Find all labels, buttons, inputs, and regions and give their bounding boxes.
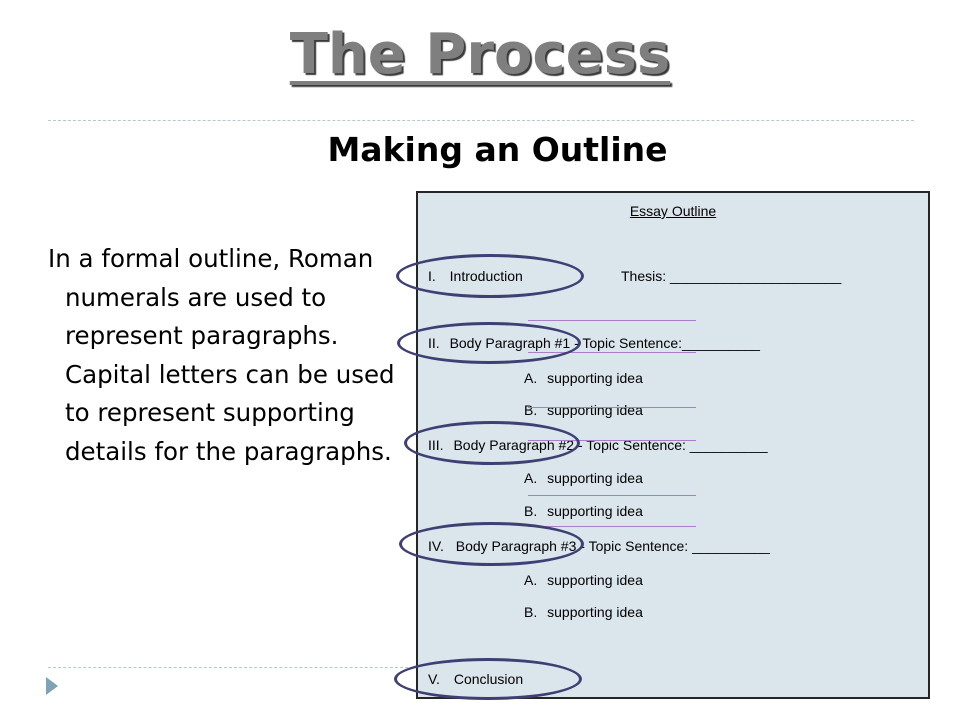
slide-nav-arrow-icon[interactable]: [46, 677, 58, 695]
highlight-oval-body-2: [404, 421, 580, 465]
highlight-oval-body-1: [397, 322, 581, 364]
outline-label: supporting idea: [547, 470, 643, 486]
outline-label: supporting idea: [547, 604, 643, 620]
outline-row-body-3-a: A. supporting idea: [524, 572, 643, 588]
title-divider: [48, 120, 914, 121]
outline-letter: A.: [524, 572, 538, 588]
outline-letter: A.: [524, 470, 538, 486]
outline-title: Essay Outline: [629, 203, 717, 219]
outline-label: supporting idea: [547, 370, 643, 386]
highlight-oval-body-3: [399, 522, 584, 566]
annotation-line: [528, 440, 696, 441]
outline-letter: B.: [524, 503, 538, 519]
annotation-line: [528, 352, 696, 353]
footer-divider: [48, 667, 418, 668]
highlight-oval-conclusion: [394, 658, 582, 700]
outline-thesis: Thesis: ______________________: [621, 268, 842, 284]
annotation-line: [528, 495, 696, 496]
outline-letter: B.: [524, 604, 538, 620]
outline-row-body-2-a: A. supporting idea: [524, 470, 643, 486]
highlight-oval-introduction: [396, 254, 584, 298]
outline-row-body-1-b: B. supporting idea: [524, 402, 643, 418]
outline-letter: B.: [524, 402, 538, 418]
outline-label: supporting idea: [547, 402, 643, 418]
slide-subtitle: Making an Outline: [327, 130, 668, 169]
outline-letter: A.: [524, 370, 538, 386]
outline-row-body-2-b: B. supporting idea: [524, 503, 643, 519]
outline-row-body-1-a: A. supporting idea: [524, 370, 643, 386]
annotation-line: [528, 526, 696, 527]
annotation-line: [528, 320, 696, 321]
slide-title: The Process: [289, 22, 671, 87]
outline-row-body-3-b: B. supporting idea: [524, 604, 643, 620]
outline-label: supporting idea: [547, 503, 643, 519]
outline-label: supporting idea: [547, 572, 643, 588]
annotation-line: [528, 407, 696, 408]
body-text: In a formal outline, Roman numerals are …: [48, 244, 395, 466]
